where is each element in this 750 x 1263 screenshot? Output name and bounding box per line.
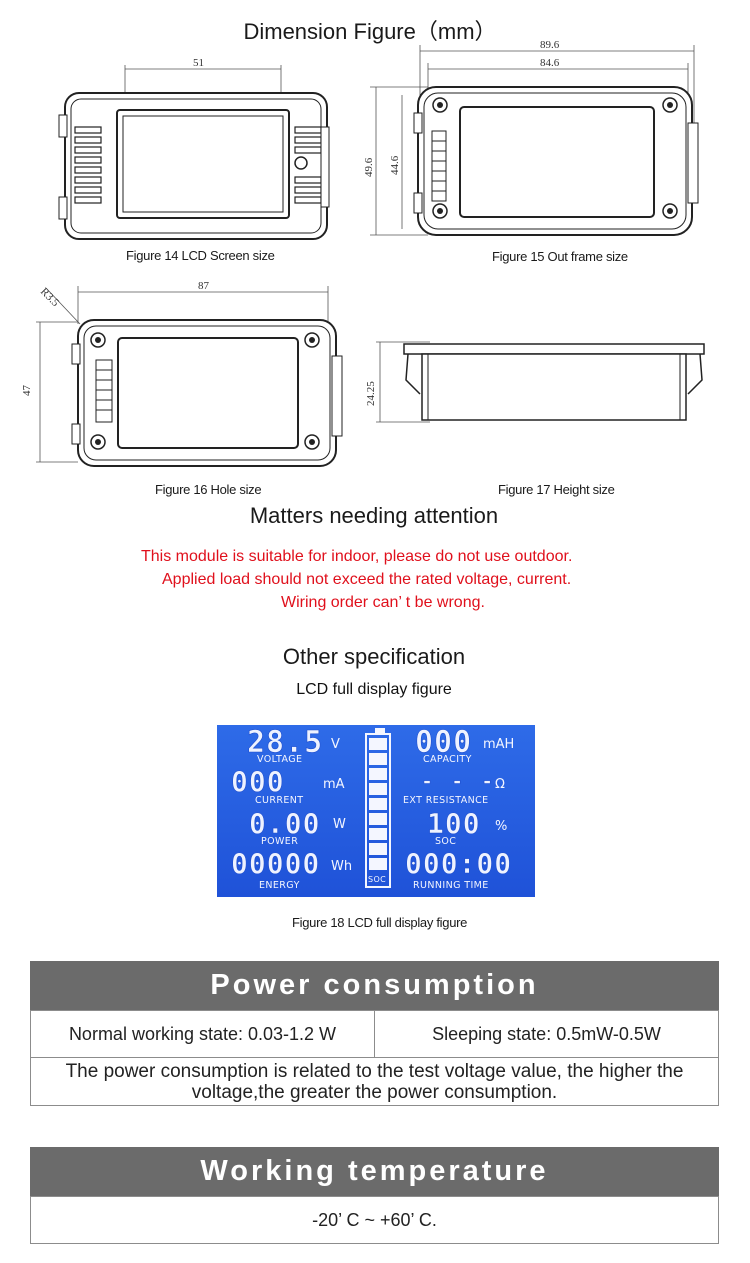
lcd-soc-unit: % — [495, 819, 508, 834]
lcd-power-unit: W — [333, 817, 346, 832]
lcd-battery-icon: SOC — [365, 728, 395, 890]
lcd-power-value: 0.00 — [249, 807, 321, 841]
fig15-inner-height-dim: 44.6 — [389, 155, 401, 175]
working-temperature-value: -20’ C ~ +60’ C. — [30, 1196, 719, 1244]
fig17-height-dim: 24.25 — [365, 381, 377, 406]
lcd-voltage-unit: V — [331, 737, 340, 752]
fig16-caption: Figure 16 Hole size — [155, 482, 262, 497]
lcd-capacity-unit: mAH — [483, 737, 515, 752]
power-consumption-header: Power consumption — [30, 961, 719, 1010]
fig14-width-dim: 51 — [193, 57, 204, 69]
lcd-current-value: 000 — [231, 765, 285, 799]
lcd-battery-label: SOC — [368, 875, 387, 884]
lcd-soc-value: 100 — [427, 807, 481, 841]
fig15-outer-width-dim: 89.6 — [540, 39, 560, 51]
figure-17-height-drawing: 24.25 — [365, 341, 705, 423]
fig15-inner-width-dim: 84.6 — [540, 57, 560, 69]
attention-line-3: Wiring order can’ t be wrong. — [281, 594, 485, 611]
lcd-current-unit: mA — [323, 777, 345, 792]
other-spec-subtitle: LCD full display figure — [296, 681, 452, 698]
fig16-radius-dim: R3.5 — [38, 286, 62, 310]
other-spec-title: Other specification — [282, 644, 466, 669]
dimension-title: Dimension Figure（mm） — [243, 19, 497, 44]
fig15-caption: Figure 15 Out frame size — [492, 249, 628, 264]
fig14-caption: Figure 14 LCD Screen size — [126, 248, 275, 263]
lcd-resistance-unit: Ω — [495, 777, 505, 792]
lcd-power-label: POWER — [261, 836, 299, 847]
figure-15-out-frame-drawing: 89.6 84.6 49.6 44.6 — [363, 39, 699, 236]
lcd-energy-value: 00000 — [231, 847, 321, 881]
figure-16-hole-drawing: 87 47 R3.5 — [21, 280, 343, 467]
lcd-soc-label: SOC — [435, 836, 457, 847]
lcd-voltage-value: 28.5 — [247, 725, 324, 761]
lcd-current-label: CURRENT — [255, 795, 304, 806]
fig18-caption: Figure 18 LCD full display figure — [292, 915, 468, 930]
lcd-time-value: 000:00 — [405, 847, 513, 881]
lcd-full-display: 28.5 V VOLTAGE 000 mA CURRENT 0.00 W POW… — [217, 725, 535, 897]
attention-line-2: Applied load should not exceed the rated… — [162, 571, 572, 588]
attention-line-1: This module is suitable for indoor, plea… — [141, 548, 573, 565]
figure-14-lcd-screen-drawing: 51 30 — [58, 57, 330, 240]
fig16-width-dim: 87 — [198, 280, 210, 292]
fig16-height-dim: 47 — [21, 385, 33, 397]
lcd-capacity-label: CAPACITY — [423, 754, 472, 765]
lcd-voltage-label: VOLTAGE — [257, 754, 303, 765]
working-temperature-header: Working temperature — [30, 1147, 719, 1196]
fig15-outer-height-dim: 49.6 — [363, 157, 375, 177]
sleeping-state: Sleeping state: 0.5mW-0.5W — [374, 1010, 719, 1058]
normal-working-state: Normal working state: 0.03-1.2 W — [30, 1010, 375, 1058]
attention-title: Matters needing attention — [249, 503, 499, 528]
lcd-time-label: RUNNING TIME — [413, 880, 489, 891]
lcd-energy-unit: Wh — [331, 859, 353, 874]
lcd-resistance-value: - - - — [421, 769, 497, 794]
lcd-energy-label: ENERGY — [259, 880, 300, 891]
lcd-capacity-value: 000 — [415, 725, 473, 761]
fig17-caption: Figure 17 Height size — [498, 482, 615, 497]
lcd-resistance-label: EXT RESISTANCE — [403, 795, 489, 806]
power-consumption-note: The power consumption is related to the … — [30, 1057, 719, 1106]
